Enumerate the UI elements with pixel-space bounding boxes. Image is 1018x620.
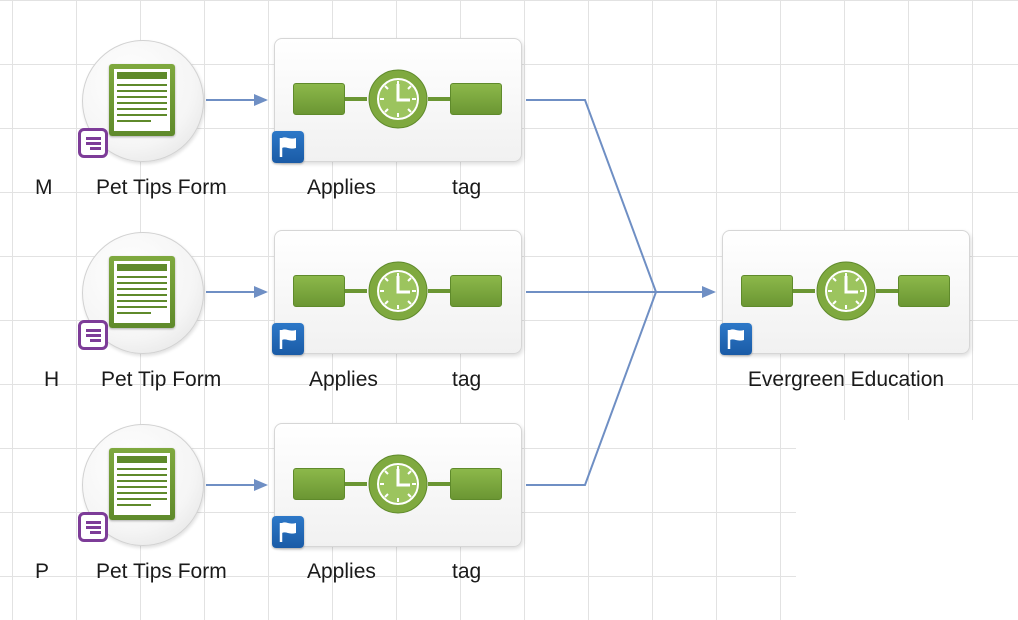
action-2-label-start: Applies (309, 368, 378, 391)
target-action-node[interactable] (720, 230, 970, 355)
form-list-icon (78, 320, 108, 350)
form-node-2[interactable] (78, 232, 206, 356)
action-node-1[interactable] (272, 38, 522, 163)
form-document-icon (109, 256, 175, 328)
wait-timer-icon (293, 261, 503, 321)
action-node-2[interactable] (272, 230, 522, 355)
action-1-label-start: Applies (307, 176, 376, 199)
action-1-label-end: tag (452, 176, 482, 199)
form-1-label: Pet Tips Form (96, 176, 227, 199)
form-2-label-prefix: H (44, 368, 60, 391)
action-2-label-end: tag (452, 368, 482, 391)
action-3-label-end: tag (452, 560, 482, 583)
form-list-icon (78, 128, 108, 158)
flag-icon (272, 323, 304, 355)
flag-icon (272, 131, 304, 163)
wait-timer-icon (741, 261, 951, 321)
form-3-label: Pet Tips Form (96, 560, 227, 583)
wait-timer-icon (293, 69, 503, 129)
action-3-label-start: Applies (307, 560, 376, 583)
target-label: Evergreen Education (747, 368, 945, 391)
form-node-3[interactable] (78, 424, 206, 548)
form-node-1[interactable] (78, 40, 206, 164)
connector-action-1-to-merge (526, 99, 657, 293)
form-list-icon (78, 512, 108, 542)
form-3-label-prefix: P (35, 560, 50, 583)
form-2-label: Pet Tip Form (101, 368, 222, 391)
connector-action-3-to-merge (526, 291, 657, 486)
form-document-icon (109, 64, 175, 136)
wait-timer-icon (293, 454, 503, 514)
form-document-icon (109, 448, 175, 520)
flag-icon (272, 516, 304, 548)
canvas-blank-area (796, 420, 1018, 620)
form-1-label-prefix: M (35, 176, 53, 199)
action-node-3[interactable] (272, 423, 522, 548)
flag-icon (720, 323, 752, 355)
